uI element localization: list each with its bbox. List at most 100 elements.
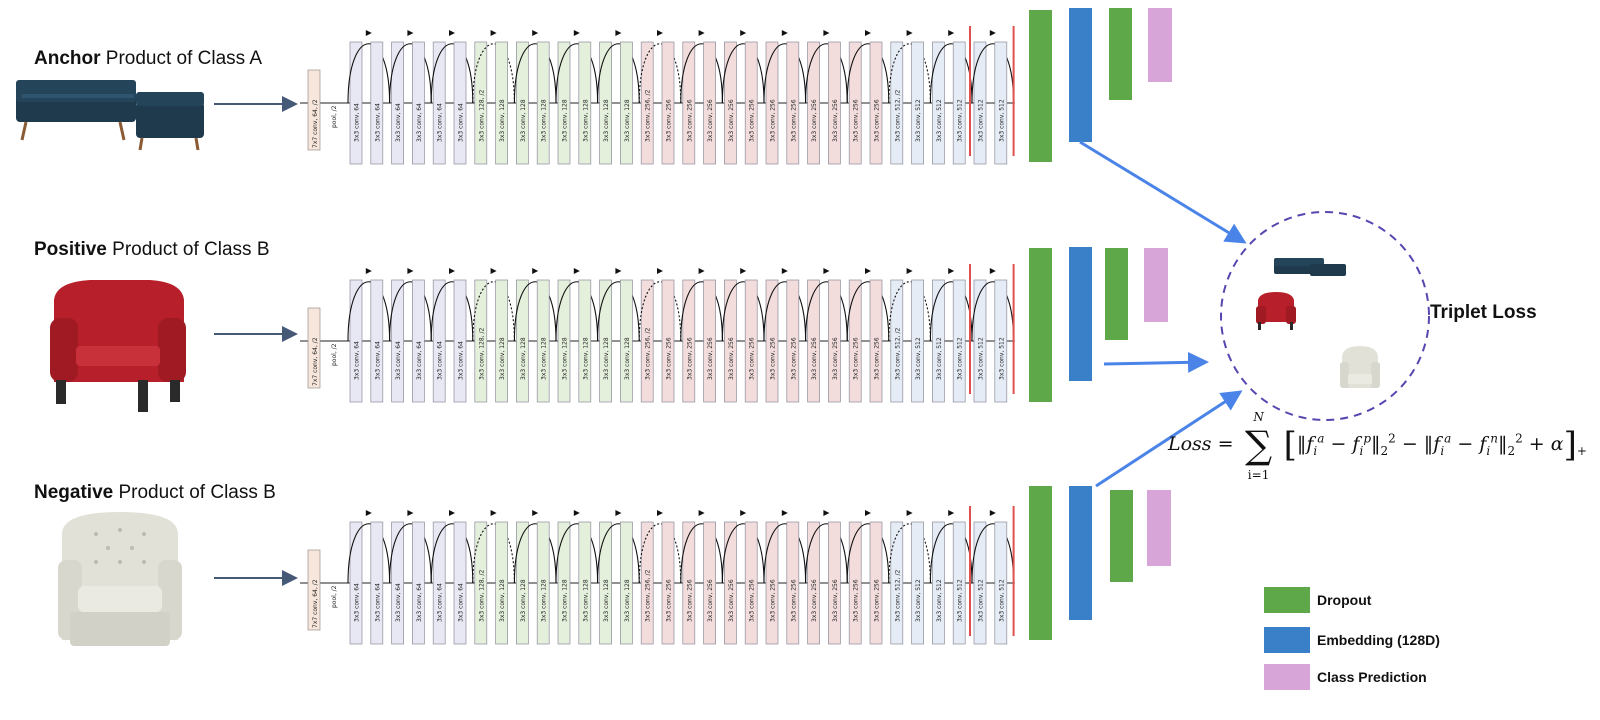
anchor-skip-connection xyxy=(805,43,848,104)
negative-conv-layer-label: 3x3 conv, 128 xyxy=(624,579,631,622)
positive-skip-arrowhead xyxy=(573,268,580,274)
anchor-conv-layer xyxy=(890,41,904,165)
positive-conv-layer xyxy=(828,279,841,403)
anchor-skip-arrowhead xyxy=(698,30,705,36)
negative-skip-connection xyxy=(597,523,640,584)
anchor-skip-arrowhead xyxy=(823,30,830,36)
positive-title-rest: Product of Class B xyxy=(106,239,270,260)
anchor-role: Anchor xyxy=(34,48,101,69)
negative-conv-layer-label: 3x3 conv, 512 xyxy=(998,579,1005,622)
negative-conv-layer-label: 3x3 conv, 256 xyxy=(874,579,881,622)
anchor-conv-layer xyxy=(661,41,675,165)
positive-conv-layer-label: 3x3 conv, 512, /2 xyxy=(894,327,901,380)
anchor-conv-layer xyxy=(932,41,945,165)
positive-skip-connection xyxy=(513,281,557,342)
positive-first-conv-layer xyxy=(307,307,321,389)
legend-swatch-dropout xyxy=(1264,587,1310,613)
anchor-conv-layer-label: 3x3 conv, 256 xyxy=(686,99,693,142)
anchor-conv-layer xyxy=(349,41,363,165)
positive-conv-layer-label: 3x3 conv, 256, /2 xyxy=(645,327,652,380)
anchor-conv-layer xyxy=(620,41,633,165)
negative-conv-layer-label: 3x3 conv, 64 xyxy=(374,583,381,622)
anchor-skip-arrowhead xyxy=(865,30,871,36)
anchor-conv-layer-label: 3x3 conv, 256 xyxy=(707,99,714,142)
positive-class-prediction-bar xyxy=(1144,248,1168,322)
positive-conv-layer xyxy=(786,279,800,403)
negative-skip-arrowhead xyxy=(365,510,372,516)
positive-conv-layer-label: 3x3 conv, 256 xyxy=(686,337,693,380)
negative-conv-layer xyxy=(973,521,987,645)
anchor-conv-layer xyxy=(516,41,529,165)
anchor-conv-layer xyxy=(578,41,592,165)
negative-skip-connection xyxy=(555,523,599,584)
positive-conv-layer-label: 3x3 conv, 128 xyxy=(582,337,589,380)
positive-conv-layer-label: 3x3 conv, 64 xyxy=(374,341,381,380)
anchor-conv-layer-label: 3x3 conv, 128 xyxy=(582,99,589,142)
positive-dropout-bar xyxy=(1029,248,1052,402)
negative-title: Negative Product of Class B xyxy=(34,482,276,504)
positive-conv-layer-label: 3x3 conv, 256 xyxy=(770,337,777,380)
anchor-conv-layer xyxy=(973,41,987,165)
positive-conv-layer-label: 3x3 conv, 128, /2 xyxy=(478,327,485,380)
positive-skip-connection xyxy=(971,281,1015,342)
positive-conv-layer xyxy=(703,279,716,403)
negative-conv-layer xyxy=(432,521,446,645)
anchor-embedding-arrow xyxy=(1079,140,1247,244)
negative-conv-layer xyxy=(370,521,384,645)
positive-conv-layer xyxy=(578,279,592,403)
positive-conv-layer xyxy=(620,279,633,403)
negative-conv-layer-label: 3x3 conv, 64 xyxy=(437,583,444,622)
anchor-skip-connection xyxy=(971,43,1015,104)
negative-conv-layer xyxy=(453,521,467,645)
anchor-conv-layer xyxy=(640,41,654,165)
positive-conv-layer xyxy=(911,279,924,403)
negative-conv-layer-label: 3x3 conv, 128 xyxy=(582,579,589,622)
anchor-skip-connection xyxy=(513,43,557,104)
negative-skip-arrowhead xyxy=(865,510,871,516)
negative-conv-layer xyxy=(620,521,633,645)
anchor-embedding-bar xyxy=(1069,8,1092,142)
positive-skip-arrowhead xyxy=(657,268,663,274)
positive-conv-layer-label: 3x3 conv, 256 xyxy=(832,337,839,380)
negative-conv-layer xyxy=(952,521,966,645)
negative-skip-arrowhead xyxy=(781,510,788,516)
positive-skip-arrowhead xyxy=(407,268,414,274)
negative-resnet-backbone: 7x7 conv, 64, /2 pool, /2 3x3 conv, 64 3x3 … xyxy=(300,506,1015,645)
formula-sum-bottom: i=1 xyxy=(1247,468,1270,482)
negative-pool-label: pool, /2 xyxy=(331,585,338,608)
positive-conv-layer xyxy=(495,279,508,403)
positive-conv-layer-label: 3x3 conv, 64 xyxy=(458,341,465,380)
positive-embedding-bar xyxy=(1069,247,1092,381)
anchor-skip-arrowhead xyxy=(365,30,372,36)
anchor-pool-label: pool, /2 xyxy=(331,105,338,128)
negative-skip-arrowhead xyxy=(906,510,913,516)
negative-conv-layer-label: 3x3 conv, 256 xyxy=(686,579,693,622)
anchor-conv-layer xyxy=(724,41,737,165)
anchor-skip-connection xyxy=(721,43,765,104)
negative-embedding-bar xyxy=(1069,486,1092,620)
anchor-conv-layer-label: 3x3 conv, 128 xyxy=(499,99,506,142)
positive-conv-layer xyxy=(807,279,820,403)
negative-skip-connection xyxy=(680,523,723,584)
positive-conv-layer xyxy=(474,279,488,403)
negative-skip-connection xyxy=(389,523,432,584)
positive-skip-arrowhead xyxy=(532,268,539,274)
anchor-skip-arrowhead xyxy=(449,30,455,36)
negative-title-rest: Product of Class B xyxy=(113,482,276,503)
anchor-conv-layer xyxy=(807,41,820,165)
positive-skip-arrowhead xyxy=(823,268,830,274)
negative-first-conv-label: 7x7 conv, 64, /2 xyxy=(312,579,319,628)
negative-conv-layer-label: 3x3 conv, 512 xyxy=(936,579,943,622)
anchor-conv-layer xyxy=(536,41,550,165)
negative-skip-arrowhead xyxy=(698,510,705,516)
positive-skip-connection xyxy=(555,281,599,342)
positive-skip-arrowhead xyxy=(906,268,913,274)
anchor-conv-layer xyxy=(495,41,508,165)
positive-skip-arrowhead xyxy=(740,268,747,274)
negative-conv-layer-label: 3x3 conv, 256 xyxy=(728,579,735,622)
negative-dropout-bar-2 xyxy=(1110,490,1133,582)
positive-skip-connection xyxy=(347,281,391,342)
negative-role: Negative xyxy=(34,482,114,503)
